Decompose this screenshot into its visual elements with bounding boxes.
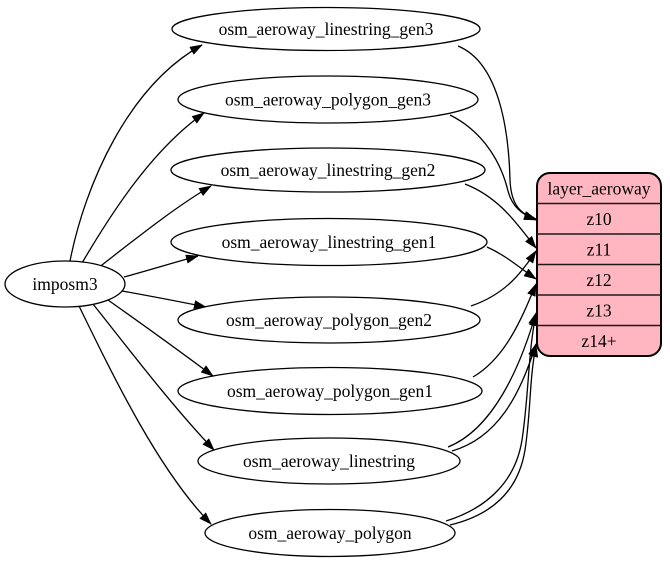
layer-record-node: layer_aeroway z10 z11 z12 z13 z14+ [536, 172, 662, 357]
source-node-imposm3: imposm3 [4, 260, 126, 308]
edge-imposm3-linestring [92, 303, 215, 451]
table-node-linestring-gen2: osm_aeroway_linestring_gen2 [170, 147, 486, 193]
zoom-row-z12: z12 [586, 270, 611, 290]
table-node-shape [170, 217, 488, 267]
table-node-shape [171, 6, 481, 52]
table-node-label: osm_aeroway_polygon [248, 523, 412, 543]
table-node-shape [170, 147, 486, 193]
edge-imposm3-polygon [78, 305, 212, 525]
table-node-linestring-gen3: osm_aeroway_linestring_gen3 [171, 6, 481, 52]
layer-record-title: layer_aeroway [548, 179, 651, 199]
edge-imposm3-polygon-gen2 [121, 290, 207, 310]
table-node-polygon-gen3: osm_aeroway_polygon_gen3 [177, 75, 479, 124]
table-node-linestring: osm_aeroway_linestring [197, 437, 461, 485]
edge-linestring-gen3-z10 [457, 45, 537, 220]
zoom-row-z13: z13 [586, 301, 612, 321]
table-node-shape [177, 296, 481, 344]
edge-imposm3-polygon-gen3 [81, 112, 205, 264]
source-node-label: imposm3 [32, 274, 97, 294]
table-node-label: osm_aeroway_polygon_gen3 [225, 90, 431, 110]
table-node-shape [177, 366, 483, 416]
zoom-row-z14: z14+ [581, 331, 616, 351]
zoom-row-z11: z11 [587, 240, 612, 260]
table-node-label: osm_aeroway_linestring_gen3 [219, 19, 434, 39]
table-node-label: osm_aeroway_polygon_gen2 [226, 310, 432, 330]
table-node-shape [197, 437, 461, 485]
edges-to-layer [445, 45, 539, 526]
edge-linestring-z13 [447, 312, 537, 448]
edge-polygon-z14 [449, 344, 539, 526]
edge-polygon-gen1-z12 [472, 283, 537, 378]
edge-imposm3-polygon-gen1 [107, 299, 214, 377]
zoom-row-z10: z10 [586, 209, 612, 229]
table-node-shape [177, 75, 479, 124]
table-node-label: osm_aeroway_linestring [243, 451, 415, 471]
edge-imposm3-linestring-gen1 [123, 254, 199, 278]
edge-imposm3-linestring-gen3 [69, 44, 203, 262]
table-node-label: osm_aeroway_linestring_gen2 [221, 160, 436, 180]
table-node-polygon: osm_aeroway_polygon [204, 508, 456, 558]
edges-from-imposm3 [69, 44, 215, 525]
table-node-label: osm_aeroway_polygon_gen1 [227, 381, 433, 401]
table-node-polygon-gen1: osm_aeroway_polygon_gen1 [177, 366, 483, 416]
edge-polygon-gen2-z11 [470, 250, 537, 307]
edge-polygon-gen3-z10 [449, 114, 537, 221]
edge-linestring-gen1-z12 [486, 246, 537, 280]
table-node-polygon-gen2: osm_aeroway_polygon_gen2 [177, 296, 481, 344]
table-node-linestring-gen1: osm_aeroway_linestring_gen1 [170, 217, 488, 267]
source-node-shape [4, 260, 126, 308]
table-node-label: osm_aeroway_linestring_gen1 [222, 232, 437, 252]
table-node-shape [204, 508, 456, 558]
edge-polygon-z13 [445, 313, 538, 522]
edge-imposm3-linestring-gen2 [97, 185, 212, 269]
edge-linestring-gen2-z11 [464, 183, 537, 249]
